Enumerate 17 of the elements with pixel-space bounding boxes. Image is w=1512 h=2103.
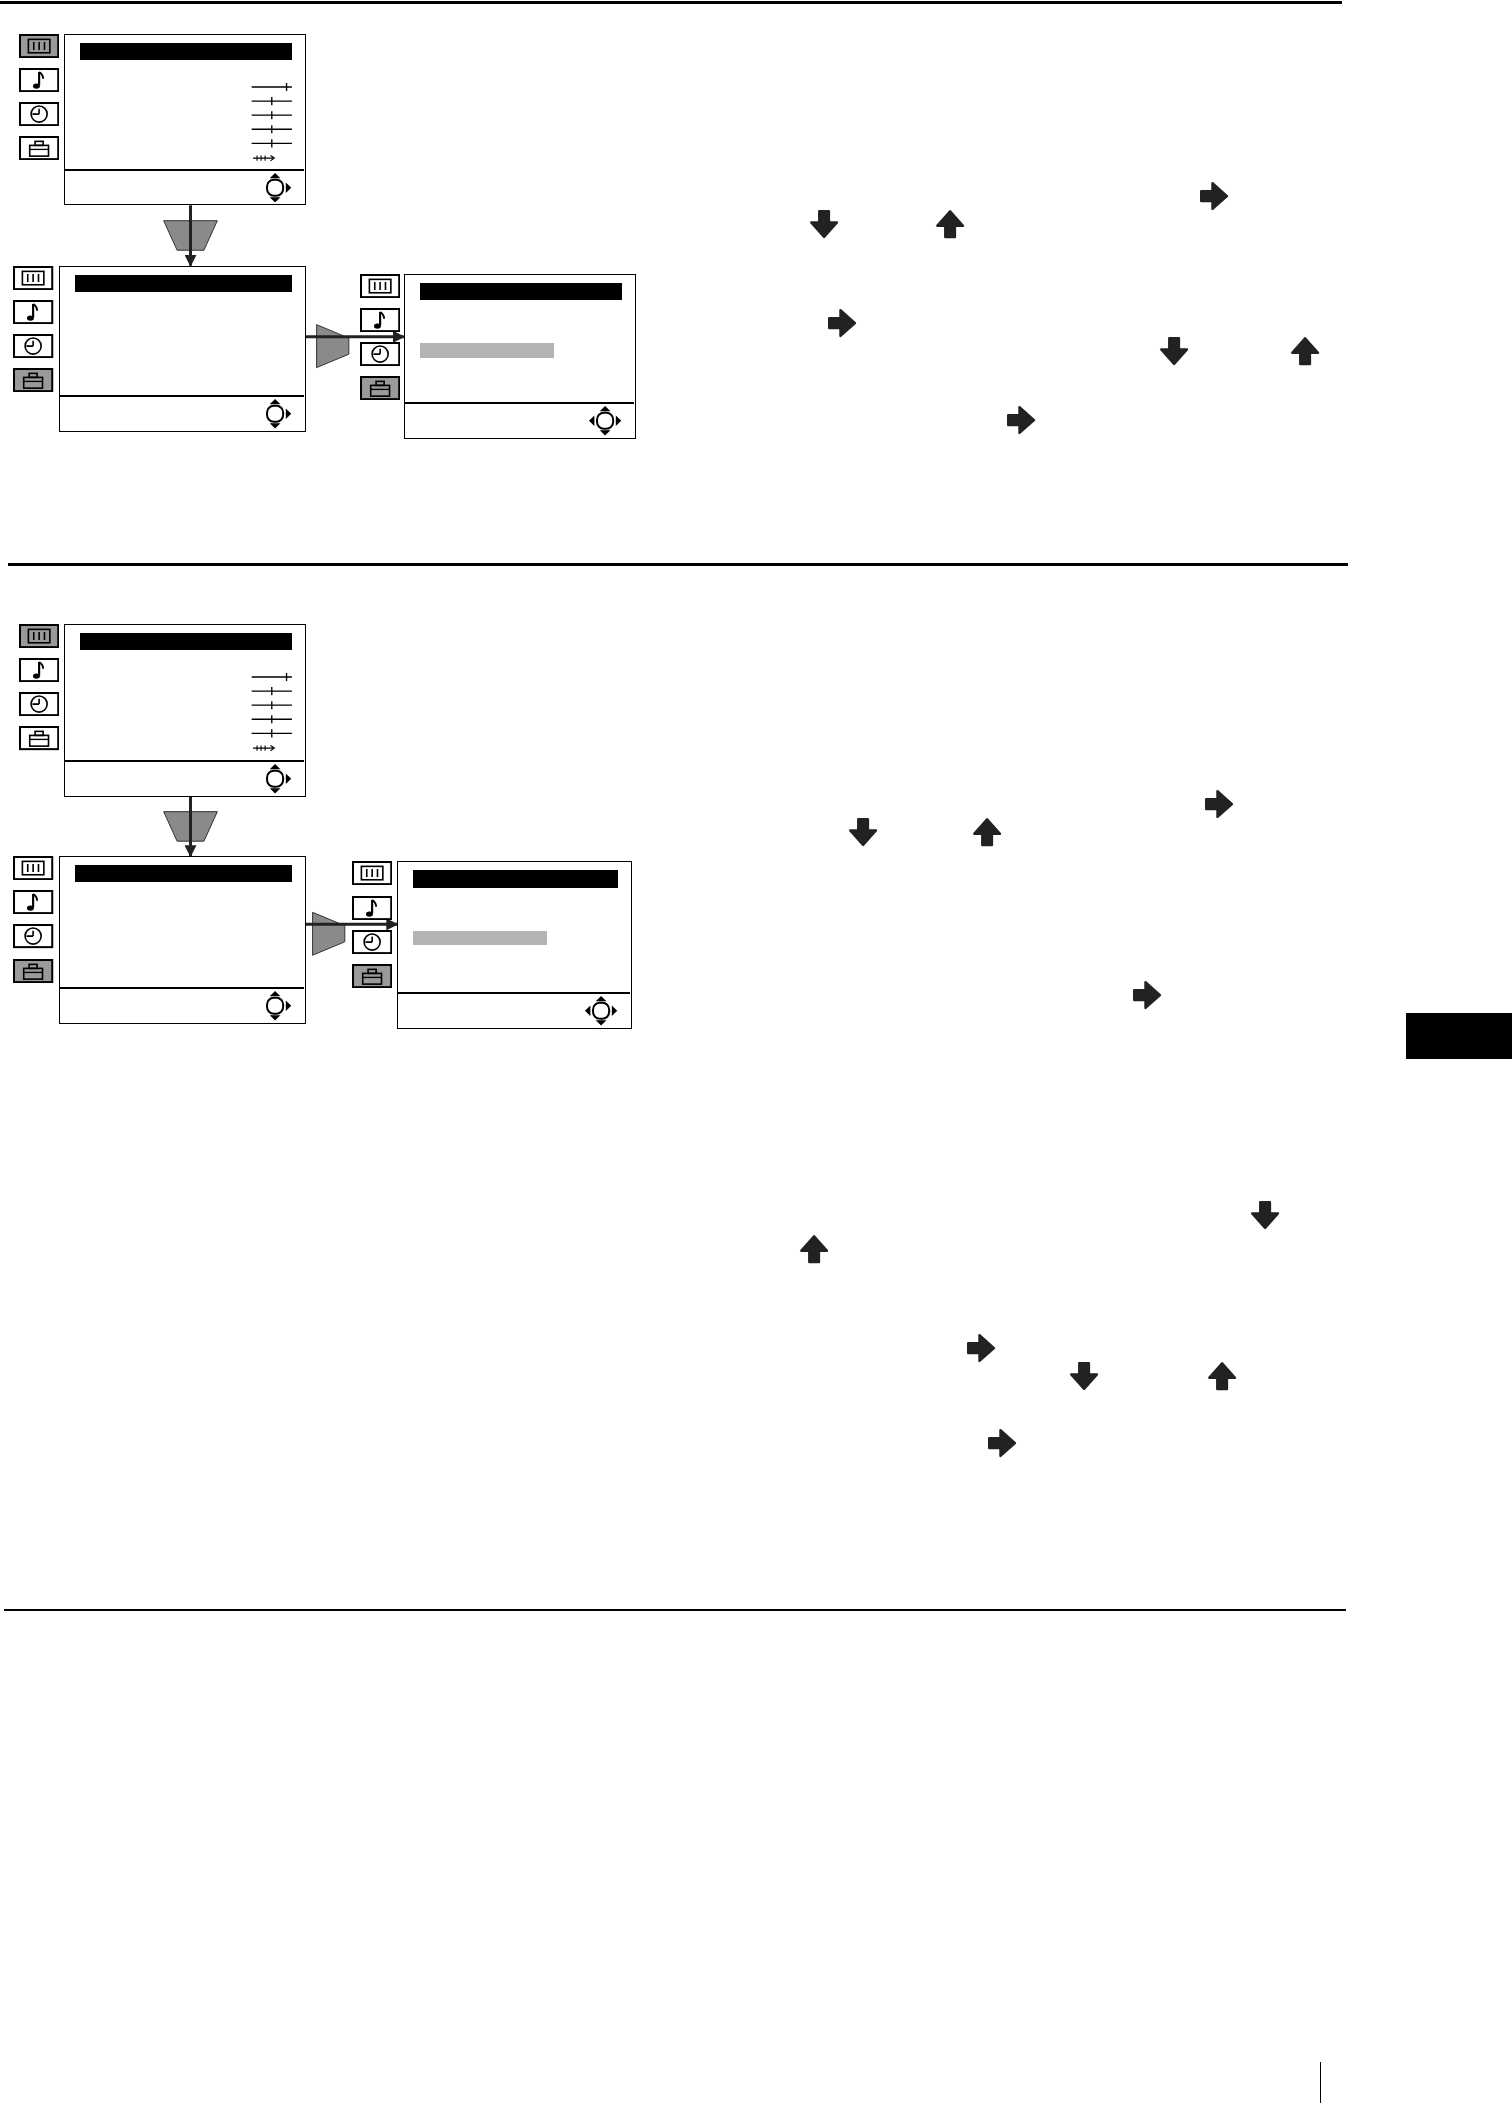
title-bar [419,282,623,301]
menu-screen [64,623,306,797]
menu-screen [397,861,632,1029]
menu-screen [403,273,636,439]
title-bar [80,42,293,60]
title-bar [412,870,619,888]
arrow [305,918,399,931]
section-tab [1406,1012,1512,1059]
arrow [184,796,197,858]
menu-screen [59,265,306,432]
title-bar [74,865,293,883]
title-bar [74,274,293,293]
arrow [184,205,197,267]
menu-screen [64,33,306,206]
menu-screen [59,855,306,1024]
arrow [305,330,406,343]
title-bar [80,632,293,651]
